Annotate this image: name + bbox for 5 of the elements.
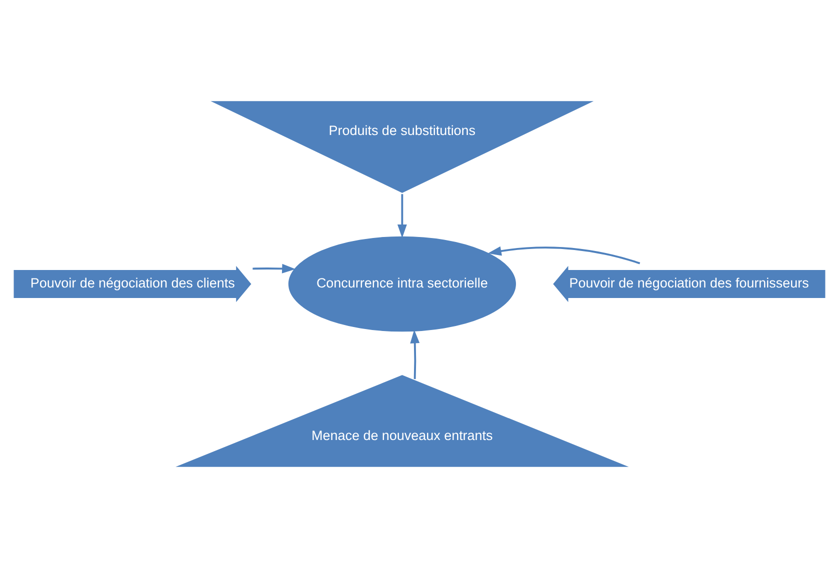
arrow — [252, 263, 296, 273]
arrow — [410, 329, 420, 379]
arrow — [397, 194, 407, 238]
arrow — [488, 246, 640, 264]
node-ellipse: Concurrence intra sectorielle — [286, 234, 518, 334]
